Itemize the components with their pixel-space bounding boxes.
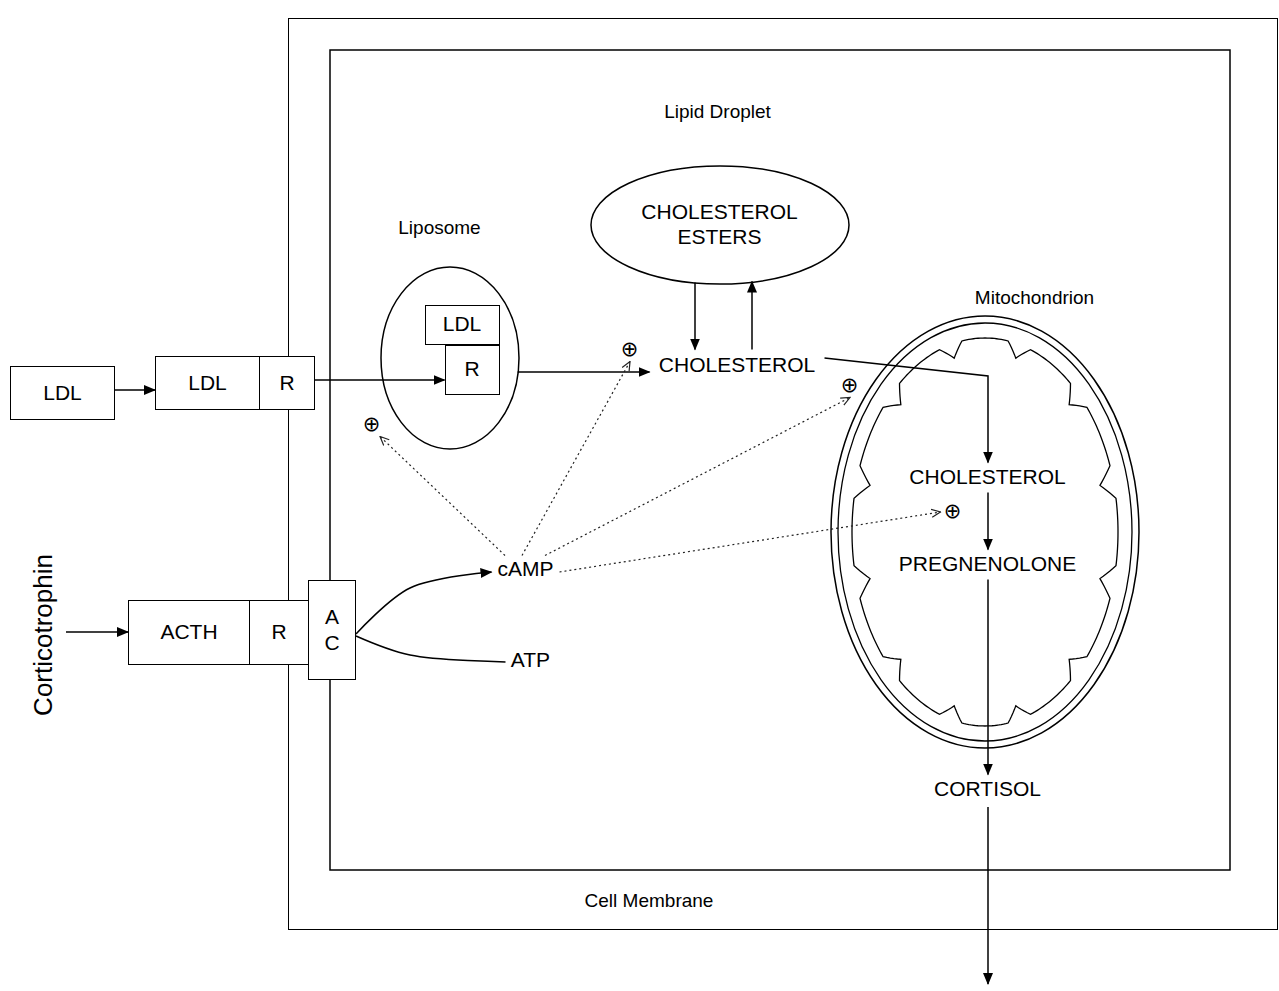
label-text: CHOLESTEROL [659,353,815,377]
label-text: R [271,620,286,644]
flow-arrow [315,379,445,381]
ldl-box: LDL [155,356,260,410]
lipid-droplet-ellipse: Lipid DropletCHOLESTEROL ESTERS [590,165,850,285]
heading-text: Lipid Droplet [664,101,771,123]
metabolite-label: CHOLESTEROL [890,463,1086,493]
label-text: ⊕ [944,499,962,523]
label-text: PREGNENOLONE [899,552,1076,576]
outline-ellipse [381,267,519,449]
flow-arrow [825,358,989,463]
connector-group [66,282,988,775]
flow-arrow [66,631,128,633]
label-text: R [279,371,294,395]
label-text: A C [324,604,339,657]
flow-arrow [694,282,696,349]
dotted-stimulation-arrow [560,512,941,572]
label-text: CHOLESTEROL ESTERS [630,200,810,248]
label-text: R [464,357,479,381]
heading-text: Cell Membrane [585,890,714,912]
messenger-label: cAMP [492,556,560,584]
stimulation-sign: ⊕ [360,413,384,437]
heading-text: Liposome [398,217,480,239]
dotted-stimulation-arrow [545,398,850,556]
mitochondrion-ellipse-outline [830,315,1140,749]
inner-mitochondrial-membrane [852,338,1118,726]
receptor-box: R [445,345,500,395]
metabolite-label: ATP [506,647,556,675]
flow-arrow [356,572,492,634]
outline-ellipse [838,323,1132,741]
ldl-box: LDL [10,366,115,420]
flow-arrow [987,580,989,775]
heading-text: Mitochondrion [975,287,1094,309]
inner-membrane-line [330,50,1230,870]
label-text: ATP [511,648,550,672]
receptor-box: R [249,600,309,665]
liposome-circle: LiposomeLDLR [380,266,520,450]
dotted-stimulation-arrow [380,437,505,556]
label-text: CHOLESTEROL [909,465,1065,489]
flow-arrow [518,371,650,373]
label-text: ACTH [160,620,217,644]
stimulation-sign: ⊕ [618,338,642,362]
label-text: Corticotrophin [29,554,59,716]
receptor-box: R [259,356,315,410]
label-text: ⊕ [841,373,859,397]
dotted-stimulation-arrow [522,362,630,556]
stimulation-sign: ⊕ [941,500,965,524]
outline-ellipse [831,316,1139,748]
secretion-arrow [987,807,989,984]
flow-arrow [115,389,155,391]
label-text: LDL [443,312,482,336]
flow-arrow [751,282,753,350]
hormone-label: CORTISOL [913,775,1063,805]
mitochondrion-ellipse: MitochondrionCHOLESTEROLPREGNENOLONE⊕ [830,315,1140,749]
label-text: LDL [188,371,227,395]
adenylate-cyclase-box: A C [308,580,356,680]
metabolite-label: CHOLESTEROL [650,350,825,382]
label-text: ⊕ [363,412,381,436]
flow-arrow [987,493,989,550]
hormone-receptor-box: ACTH [128,600,250,665]
outline-ellipse [591,166,849,284]
label-text: cAMP [497,557,553,581]
stimulation-sign: ⊕ [838,374,862,398]
ldl-box: LDL [425,305,500,345]
cell-outer-membrane: Cell MembraneLiposomeLDLRLipid DropletCH… [288,18,1278,930]
label-text: CORTISOL [934,777,1041,801]
label-text: LDL [43,381,82,405]
flow-arrow [356,636,506,662]
label-text: ⊕ [621,337,639,361]
metabolite-label: PREGNENOLONE [885,550,1091,580]
hormone-label: Corticotrophin [22,520,66,750]
